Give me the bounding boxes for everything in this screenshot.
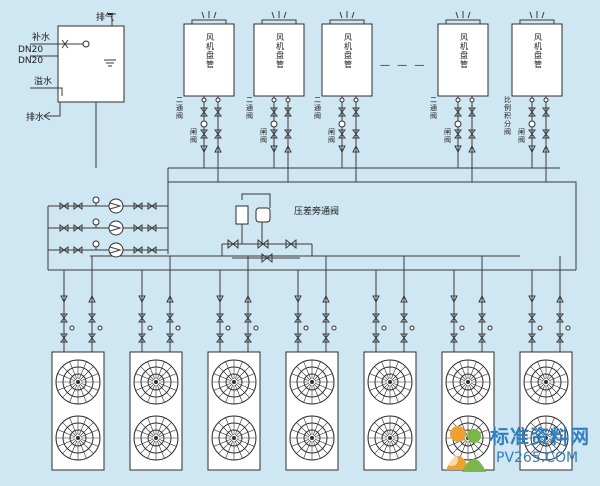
exhaust-label: 排气 bbox=[96, 11, 114, 23]
two-way-valve-label: 二通阀 bbox=[314, 96, 321, 120]
drain-label: 排水 bbox=[26, 111, 44, 123]
pump-row bbox=[48, 218, 168, 236]
fan-grille-icon bbox=[133, 415, 179, 461]
fan-grille-icon bbox=[289, 415, 335, 461]
gate-valve-label: 闸阀 bbox=[190, 128, 197, 144]
pump-row bbox=[48, 240, 168, 258]
fan-grille-icon bbox=[523, 415, 569, 461]
outdoor-unit bbox=[285, 256, 339, 471]
outdoor-unit bbox=[519, 256, 573, 471]
two-way-valve-label: 比例积分阀 bbox=[504, 95, 511, 136]
pump-icon bbox=[108, 198, 124, 214]
pump-icon bbox=[108, 242, 124, 258]
fan-grille-icon bbox=[211, 415, 257, 461]
fan-coil-box bbox=[321, 23, 373, 97]
two-way-valve-label: 二通阀 bbox=[176, 96, 183, 120]
fan-grille-icon bbox=[523, 359, 569, 405]
fan-grille-icon bbox=[367, 359, 413, 405]
fan-coil-label: 风机盘管 bbox=[344, 33, 352, 69]
fan-coil-label: 风机盘管 bbox=[534, 33, 542, 69]
watermark: 标准资料网 PV265.COM bbox=[430, 420, 598, 480]
pump-group bbox=[48, 196, 168, 258]
bypass-actuator bbox=[235, 205, 249, 225]
outdoor-unit bbox=[207, 256, 261, 471]
makeup-label: 补水 bbox=[32, 31, 50, 43]
ellipsis-label: — — — bbox=[380, 60, 426, 71]
fan-grille-icon bbox=[289, 359, 335, 405]
fan-grille-icon bbox=[55, 359, 101, 405]
overflow-label: 溢水 bbox=[34, 75, 52, 87]
watermark-title: 标准资料网 bbox=[490, 426, 591, 448]
bypass-diaphragm bbox=[255, 207, 271, 223]
fan-coil-label: 风机盘管 bbox=[206, 33, 214, 69]
gate-valve-label: 闸阀 bbox=[260, 128, 267, 144]
dn20-bottom-label: DN20 bbox=[18, 56, 43, 66]
fan-coil-unit: 风机盘管比例积分阀闸阀 bbox=[504, 11, 563, 182]
fan-coil-box bbox=[437, 23, 489, 97]
expansion-tank bbox=[30, 13, 125, 168]
two-way-valve-label: 二通阀 bbox=[430, 96, 437, 120]
fan-coil-units: 风机盘管二通阀闸阀风机盘管二通阀闸阀风机盘管二通阀闸阀风机盘管二通阀闸阀风机盘管… bbox=[176, 11, 563, 182]
bypass-valve-group bbox=[221, 193, 313, 264]
outdoor-unit bbox=[129, 256, 183, 471]
outdoor-units bbox=[51, 256, 573, 471]
fan-grille-icon bbox=[445, 359, 491, 405]
fan-coil-box bbox=[183, 23, 235, 97]
fan-grille-icon bbox=[55, 415, 101, 461]
main-headers bbox=[47, 167, 577, 271]
watermark-url: PV265.COM bbox=[496, 450, 579, 466]
pump-row bbox=[48, 196, 168, 214]
two-way-valve-label: 二通阀 bbox=[246, 96, 253, 120]
gate-valve-label: 闸阀 bbox=[518, 128, 525, 144]
fan-coil-label: 风机盘管 bbox=[460, 33, 468, 69]
fan-grille-icon bbox=[211, 359, 257, 405]
fan-coil-label: 风机盘管 bbox=[276, 33, 284, 69]
gate-valve-label: 闸阀 bbox=[444, 128, 451, 144]
fan-grille-icon bbox=[133, 359, 179, 405]
dn20-top-label: DN20 bbox=[18, 45, 43, 55]
gate-valve-label: 闸阀 bbox=[328, 128, 335, 144]
watermark-logo-icon bbox=[446, 426, 486, 472]
fan-coil-box bbox=[511, 23, 563, 97]
bypass-label: 压差旁通阀 bbox=[294, 205, 339, 217]
fan-coil-box bbox=[253, 23, 305, 97]
fan-grille-icon bbox=[367, 415, 413, 461]
outdoor-unit bbox=[51, 256, 105, 471]
pump-icon bbox=[108, 220, 124, 236]
outdoor-unit bbox=[363, 256, 417, 471]
tank-body bbox=[57, 25, 125, 103]
